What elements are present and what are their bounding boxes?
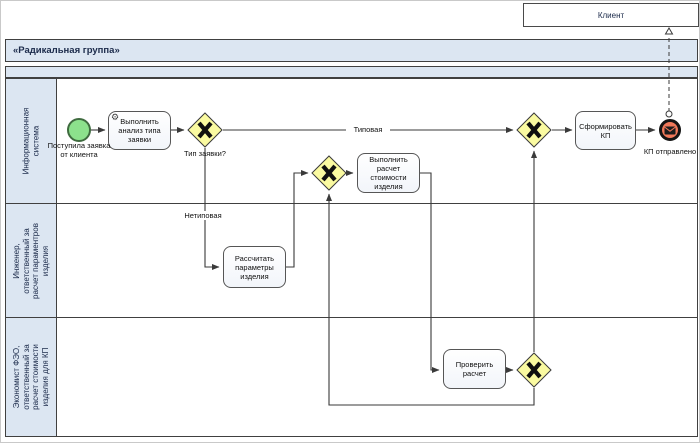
pool-client: Клиент <box>523 3 699 27</box>
flow-label-typical: Типовая <box>346 125 390 134</box>
task-check-calc: Проверить расчет <box>443 349 506 389</box>
lane-label: Экономист ФЭО, ответственный за расчет с… <box>12 344 50 410</box>
message-flow-arrowhead <box>664 27 674 35</box>
task-label: Выполнить анализ типа заявки <box>118 117 161 144</box>
task-label: Сформировать КП <box>579 121 632 140</box>
lane-body <box>57 204 697 317</box>
lane-information-system-header: Информационная система <box>6 79 57 203</box>
start-event <box>67 118 91 142</box>
end-event-message <box>659 119 681 141</box>
pool-client-label: Клиент <box>597 10 625 20</box>
lane-economist: Экономист ФЭО, ответственный за расчет с… <box>5 317 698 437</box>
envelope-icon <box>664 126 676 134</box>
xor-gateway-merge-middle <box>311 155 347 191</box>
lane-engineer-header: Инженер, ответственный за расчет парамен… <box>6 204 57 317</box>
task-form-proposal: Сформировать КП <box>575 111 636 150</box>
xor-gateway-merge-top <box>516 112 552 148</box>
lane-label: Инженер, ответственный за расчет парамен… <box>12 222 50 299</box>
end-event-label: КП отправлено <box>643 147 697 156</box>
lane-economist-header: Экономист ФЭО, ответственный за расчет с… <box>6 318 57 436</box>
task-label: Проверить расчет <box>455 360 494 378</box>
start-event-label: Поступила заявка от клиента <box>47 141 111 159</box>
pool-phase-band <box>5 66 698 78</box>
task-label: Выполнить расчет стоимости изделия <box>369 155 408 191</box>
lane-label: Информационная система <box>21 107 41 175</box>
lane-engineer: Инженер, ответственный за расчет парамен… <box>5 203 698 318</box>
pool-radical-group: «Радикальная группа» Информационная сист… <box>5 39 698 438</box>
gateway-request-type-label: Тип заявки? <box>184 149 226 158</box>
task-analyze-request: ⚙ Выполнить анализ типа заявки <box>108 111 171 150</box>
pool-title: «Радикальная группа» <box>5 39 698 62</box>
xor-gateway-check-result <box>516 352 552 388</box>
lane-body <box>57 318 697 436</box>
flow-label-atypical: Нетиповая <box>181 211 225 220</box>
task-calc-cost: Выполнить расчет стоимости изделия <box>357 153 420 193</box>
xor-gateway-request-type <box>187 112 223 148</box>
task-calc-parameters: Рассчитать параметры изделия <box>223 246 286 288</box>
gear-icon: ⚙ <box>111 112 120 122</box>
task-label: Рассчитать параметры изделия <box>234 253 275 281</box>
